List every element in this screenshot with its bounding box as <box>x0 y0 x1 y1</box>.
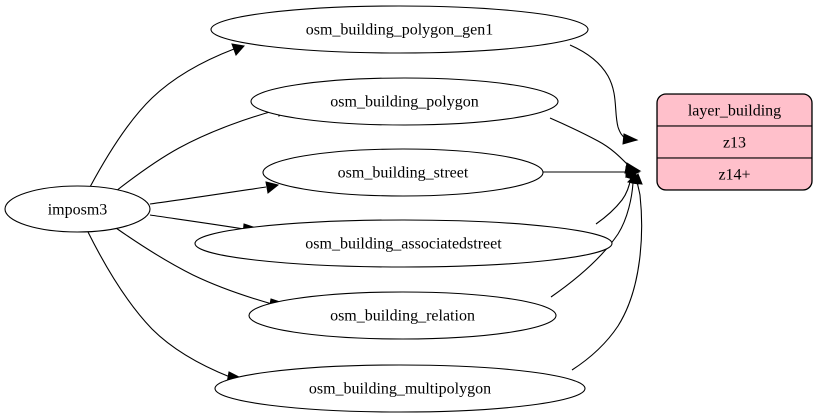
node-osm-building-polygon-gen1[interactable]: osm_building_polygon_gen1 <box>210 5 589 54</box>
node-osm-building-relation-label: osm_building_relation <box>330 308 475 325</box>
edge-multipolygon-to-layer-z14 <box>571 172 643 371</box>
node-osm-building-multipolygon-label: osm_building_multipolygon <box>309 381 491 398</box>
node-imposm3-label: imposm3 <box>48 202 108 219</box>
edge-associatedstreet-to-layer-z14 <box>595 169 637 225</box>
edge-polygon-to-layer-z14 <box>549 117 642 174</box>
edge-imposm3-to-street <box>149 181 280 205</box>
layer-building-row-z13-label: z13 <box>723 135 746 152</box>
node-osm-building-street-label: osm_building_street <box>338 165 469 182</box>
node-osm-building-multipolygon[interactable]: osm_building_multipolygon <box>214 364 586 413</box>
layer-building-row-z14-label: z14+ <box>718 167 750 184</box>
node-osm-building-street[interactable]: osm_building_street <box>262 148 544 197</box>
node-osm-building-relation[interactable]: osm_building_relation <box>248 291 557 340</box>
node-imposm3[interactable]: imposm3 <box>4 185 151 233</box>
layer-building-row-z14-cell[interactable] <box>657 157 812 190</box>
edge-polygon-gen1-to-layer-z13 <box>569 44 639 145</box>
node-osm-building-polygon[interactable]: osm_building_polygon <box>250 77 559 126</box>
layer-building-title: layer_building <box>688 103 781 120</box>
node-osm-building-polygon-gen1-label: osm_building_polygon_gen1 <box>306 22 494 39</box>
node-layer-building[interactable]: layer_building z13 z14+ <box>656 93 813 191</box>
node-osm-building-associatedstreet-label: osm_building_associatedstreet <box>305 236 502 253</box>
edge-imposm3-to-polygon <box>115 104 290 192</box>
node-osm-building-polygon-label: osm_building_polygon <box>330 94 478 111</box>
edge-street-to-layer-z14 <box>543 166 641 178</box>
layer-building-header-cell <box>657 94 812 127</box>
layer-building-outline <box>656 93 813 191</box>
edge-imposm3-to-polygon-gen1 <box>89 43 245 188</box>
node-osm-building-associatedstreet[interactable]: osm_building_associatedstreet <box>194 219 613 268</box>
